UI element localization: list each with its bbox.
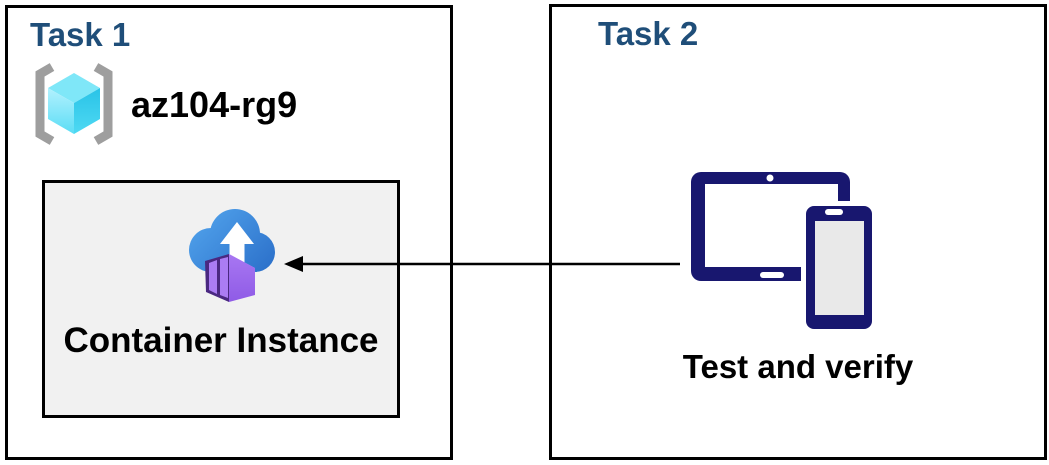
- device-label: Test and verify: [682, 348, 914, 385]
- task1-title: Task 1: [30, 16, 131, 53]
- task1-box: Task 1 az104-rg9: [5, 5, 453, 460]
- arrow-connector: [284, 256, 680, 272]
- container-instance-icon: [189, 209, 275, 302]
- container-instance-box: Container Instance: [42, 180, 400, 418]
- container-instance-label: Container Instance: [63, 321, 379, 360]
- resource-group-name: az104-rg9: [131, 84, 298, 125]
- task2-box: Task 2 Test and verify: [549, 4, 1047, 460]
- task2-title: Task 2: [598, 15, 699, 52]
- resource-group-icon: [35, 63, 113, 145]
- devices-icon: [691, 172, 877, 334]
